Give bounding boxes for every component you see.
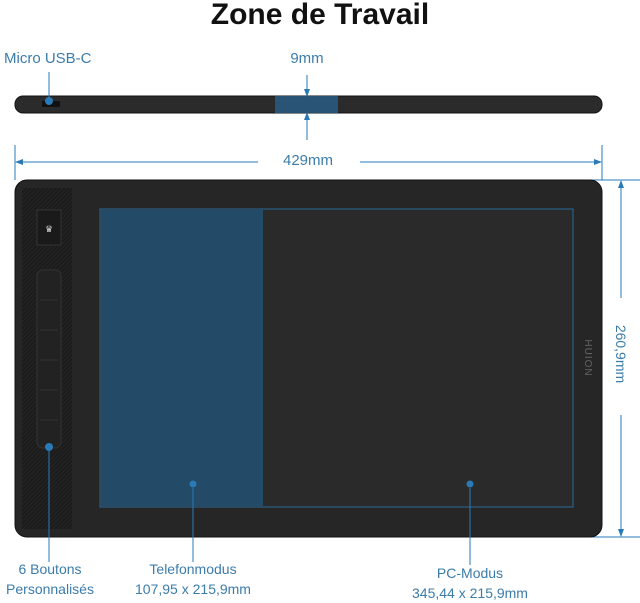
pc-marker — [466, 480, 474, 488]
thickness-highlight — [275, 96, 338, 113]
express-keys[interactable] — [36, 269, 62, 449]
thickness-label: 9mm — [290, 50, 324, 67]
buttons-marker — [45, 443, 53, 451]
phone-marker — [189, 480, 197, 488]
page-title: Zone de Travail — [210, 0, 430, 31]
pc-label-line1: PC-Modus — [436, 565, 504, 581]
active-area-phone — [101, 210, 263, 506]
brand-logo: HUION — [582, 339, 593, 376]
pc-label-line2: 345,44 x 215,9mm — [412, 585, 528, 601]
buttons-label-line1: 6 Boutons — [18, 561, 82, 577]
height-label: 260,9mm — [613, 324, 629, 384]
width-label: 429mm — [282, 152, 334, 169]
phone-label-line1: Telefonmodus — [149, 561, 237, 577]
phone-label-line2: 107,95 x 215,9mm — [135, 581, 251, 597]
phone-label: Telefonmodus 107,95 x 215,9mm — [118, 559, 268, 599]
crown-icon: ♛ — [45, 224, 53, 234]
status-display — [36, 209, 62, 246]
pc-label: PC-Modus 345,44 x 215,9mm — [395, 563, 545, 603]
buttons-label-line2: Personnalisés — [6, 581, 94, 597]
usb-label: Micro USB-C — [4, 50, 92, 67]
buttons-label: 6 Boutons Personnalisés — [0, 559, 100, 599]
usb-marker — [45, 97, 53, 105]
